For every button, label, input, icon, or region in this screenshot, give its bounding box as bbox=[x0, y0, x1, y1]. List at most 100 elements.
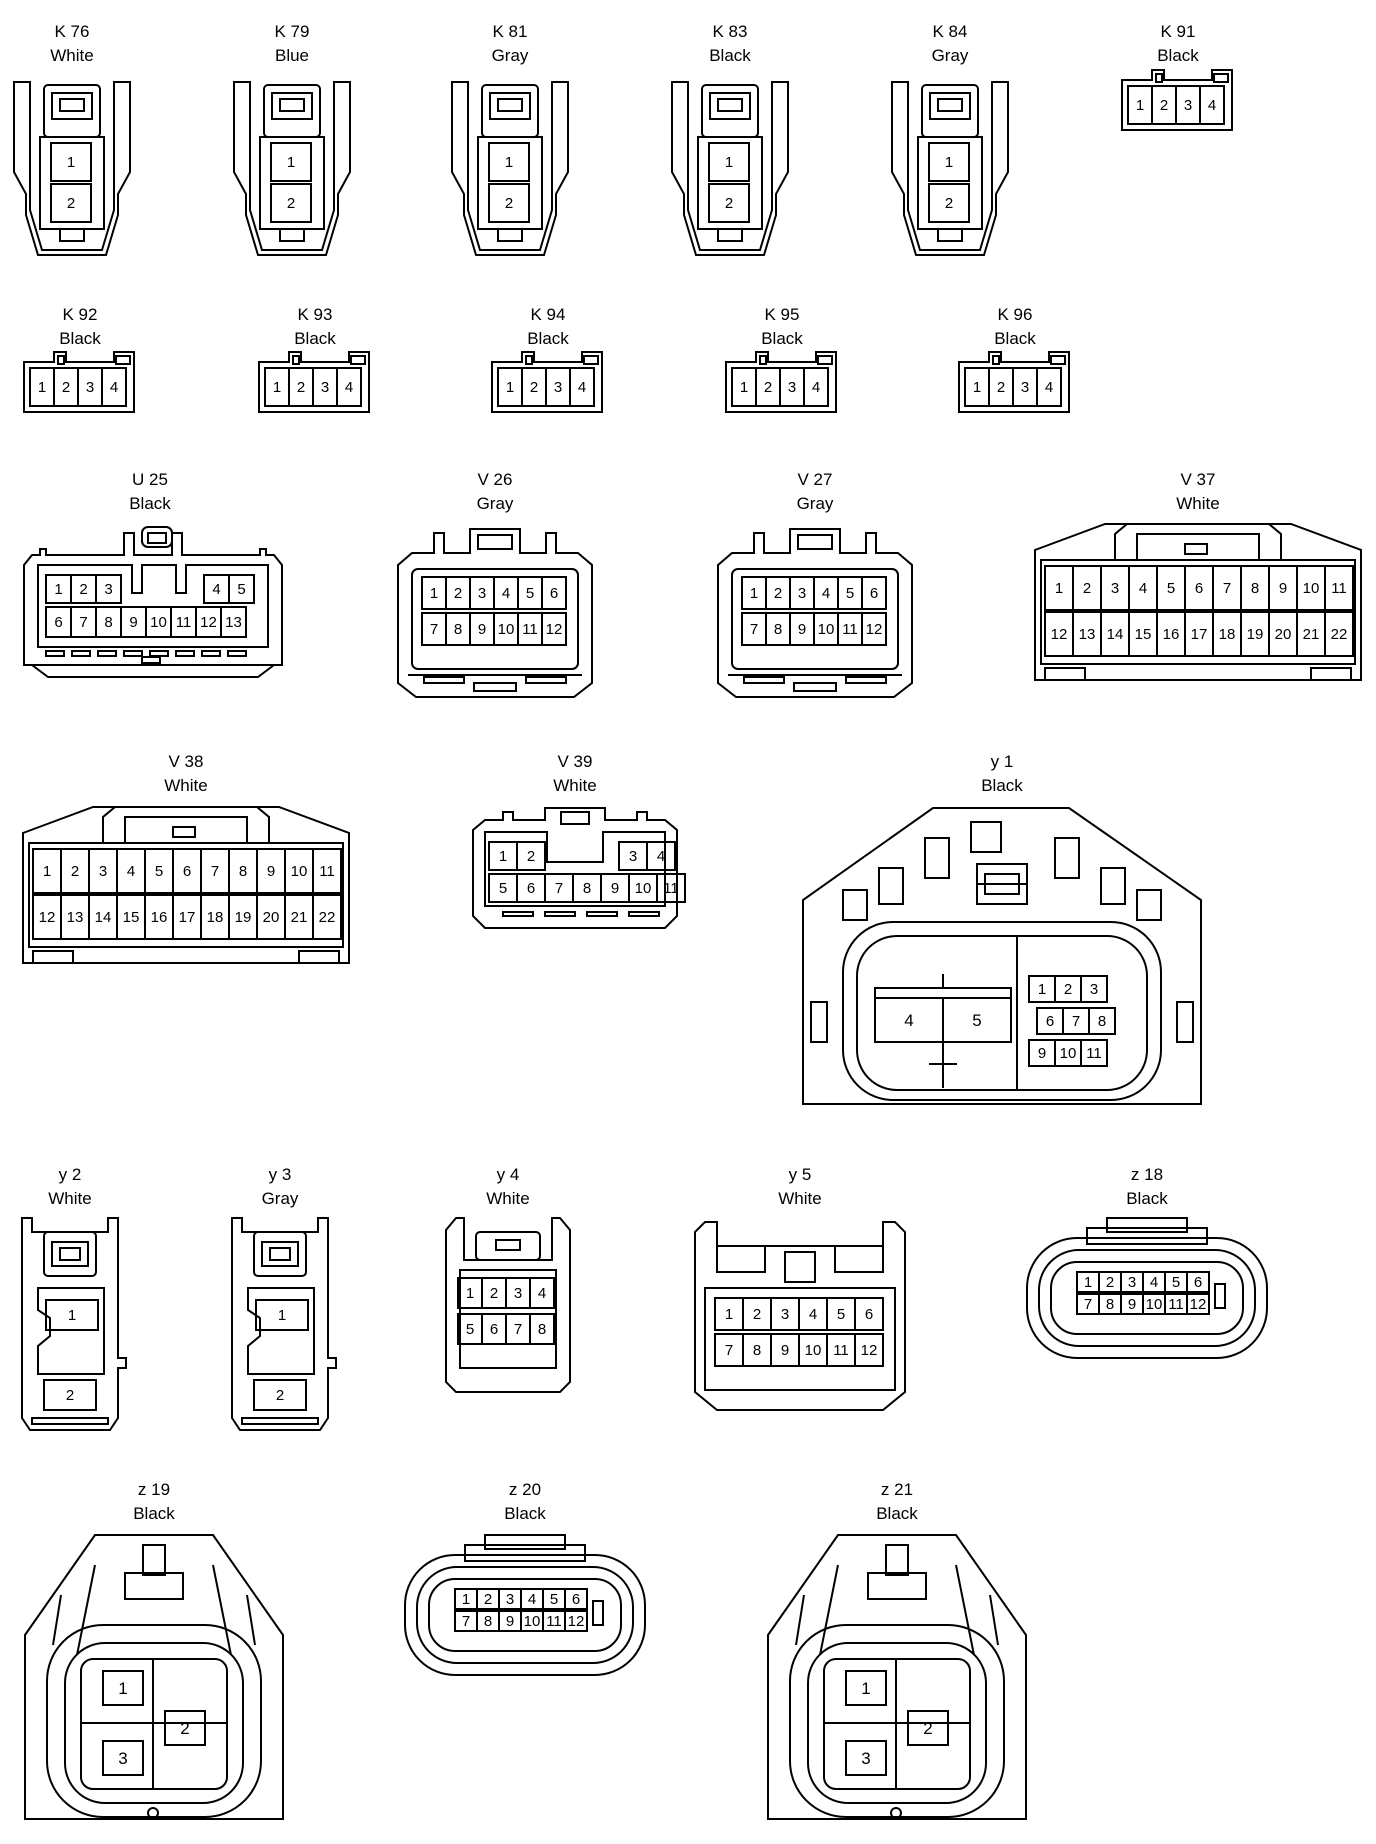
pin-number: 21 bbox=[1303, 626, 1320, 643]
pin-number: 8 bbox=[1098, 1013, 1106, 1030]
pin-number: 19 bbox=[1247, 626, 1264, 643]
pin-number: 1 bbox=[750, 585, 758, 602]
pin-number: 10 bbox=[1303, 580, 1320, 597]
pin-number: 3 bbox=[321, 379, 329, 396]
pin-number: 2 bbox=[276, 1387, 284, 1404]
connector-color: Gray bbox=[932, 46, 969, 65]
connector-code: K 94 bbox=[531, 305, 566, 324]
connector-color: White bbox=[50, 46, 93, 65]
connector-color: Black bbox=[1126, 1189, 1168, 1208]
pin-number: 3 bbox=[99, 863, 107, 880]
pin-number: 1 bbox=[505, 154, 513, 171]
pin-number: 1 bbox=[499, 848, 507, 865]
pin-number: 2 bbox=[527, 848, 535, 865]
pin-number: 2 bbox=[180, 1719, 189, 1738]
pin-number: 2 bbox=[287, 195, 295, 212]
pin-number: 7 bbox=[1084, 1296, 1092, 1313]
pin-number: 5 bbox=[1167, 580, 1175, 597]
pin-number: 6 bbox=[1194, 1274, 1202, 1291]
pin-number: 22 bbox=[319, 909, 336, 926]
pin-number: 8 bbox=[774, 621, 782, 638]
pin-number: 8 bbox=[1251, 580, 1259, 597]
pin-number: 8 bbox=[454, 621, 462, 638]
connector-color: White bbox=[778, 1189, 821, 1208]
pin-number: 6 bbox=[870, 585, 878, 602]
pin-number: 12 bbox=[568, 1613, 585, 1630]
pin-number: 7 bbox=[750, 621, 758, 638]
pin-number: 9 bbox=[781, 1342, 789, 1359]
pin-number: 10 bbox=[291, 863, 308, 880]
pin-number: 6 bbox=[572, 1591, 580, 1608]
pin-number: 4 bbox=[1150, 1274, 1158, 1291]
pin-number: 6 bbox=[865, 1306, 873, 1323]
pin-number: 11 bbox=[319, 863, 335, 880]
pin-number: 3 bbox=[1184, 97, 1192, 114]
pin-number: 2 bbox=[454, 585, 462, 602]
pin-number: 12 bbox=[861, 1342, 878, 1359]
pin-number: 3 bbox=[86, 379, 94, 396]
pin-number: 2 bbox=[1160, 97, 1168, 114]
pin-number: 9 bbox=[129, 614, 137, 631]
connector-color: Black bbox=[876, 1504, 918, 1523]
pin-number: 2 bbox=[66, 1387, 74, 1404]
pin-number: 15 bbox=[123, 909, 140, 926]
pin-number: 9 bbox=[1128, 1296, 1136, 1313]
pin-number: 9 bbox=[1038, 1045, 1046, 1062]
pin-number: 11 bbox=[1168, 1296, 1184, 1313]
pin-number: 2 bbox=[753, 1306, 761, 1323]
connector-code: K 76 bbox=[55, 22, 90, 41]
pin-number: 6 bbox=[550, 585, 558, 602]
pin-number: 7 bbox=[1072, 1013, 1080, 1030]
pin-number: 18 bbox=[207, 909, 224, 926]
pin-number: 1 bbox=[1084, 1274, 1092, 1291]
connector-code: K 92 bbox=[63, 305, 98, 324]
pin-number: 10 bbox=[1146, 1296, 1163, 1313]
pin-number: 4 bbox=[809, 1306, 817, 1323]
pin-number: 7 bbox=[211, 863, 219, 880]
pin-number: 2 bbox=[71, 863, 79, 880]
pin-number: 9 bbox=[267, 863, 275, 880]
pin-number: 14 bbox=[95, 909, 112, 926]
pin-number: 10 bbox=[818, 621, 835, 638]
pin-number: 6 bbox=[527, 880, 535, 897]
pin-number: 11 bbox=[842, 621, 858, 638]
pin-number: 2 bbox=[764, 379, 772, 396]
pin-number: 4 bbox=[1045, 379, 1053, 396]
connector-code: K 91 bbox=[1161, 22, 1196, 41]
pin-number: 9 bbox=[798, 621, 806, 638]
pin-number: 10 bbox=[805, 1342, 822, 1359]
pin-number: 6 bbox=[490, 1321, 498, 1338]
connector-color: White bbox=[553, 776, 596, 795]
pin-number: 1 bbox=[740, 379, 748, 396]
connector-code: z 20 bbox=[509, 1480, 541, 1499]
pin-number: 1 bbox=[273, 379, 281, 396]
connector-color: Black bbox=[981, 776, 1023, 795]
pin-number: 2 bbox=[490, 1285, 498, 1302]
pin-number: 11 bbox=[522, 621, 538, 638]
connector-color: Gray bbox=[477, 494, 514, 513]
connector-code: K 95 bbox=[765, 305, 800, 324]
pin-number: 3 bbox=[1111, 580, 1119, 597]
connector-color: Black bbox=[1157, 46, 1199, 65]
pin-number: 7 bbox=[79, 614, 87, 631]
pin-number: 10 bbox=[635, 880, 652, 897]
connector-color: Black bbox=[59, 329, 101, 348]
pin-number: 4 bbox=[538, 1285, 546, 1302]
pin-number: 1 bbox=[43, 863, 51, 880]
connector-color: Blue bbox=[275, 46, 309, 65]
pin-number: 3 bbox=[861, 1749, 870, 1768]
pin-number: 1 bbox=[38, 379, 46, 396]
pin-number: 13 bbox=[225, 614, 242, 631]
